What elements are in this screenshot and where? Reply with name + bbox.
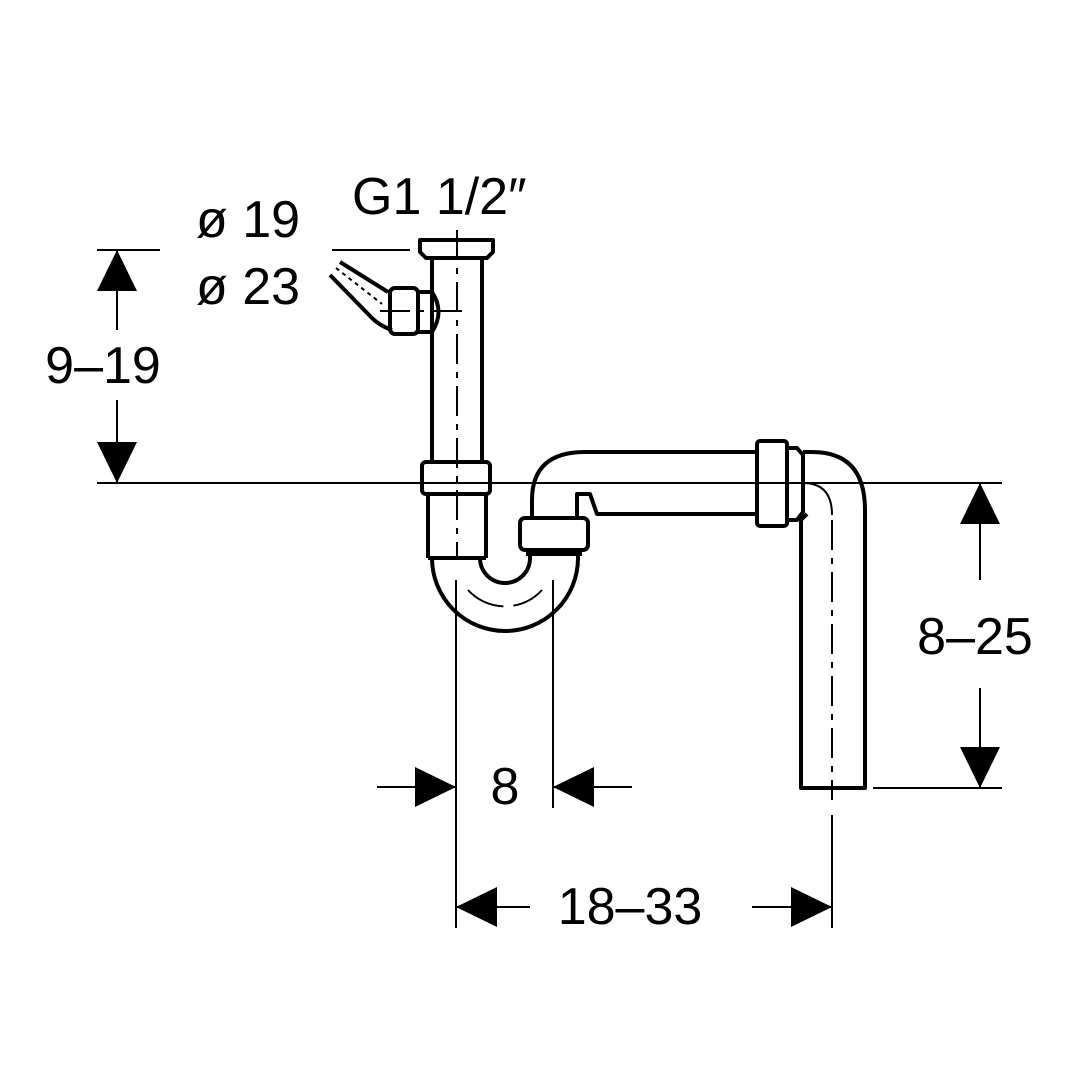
outlet-height-label: 8–25 [917,608,1033,666]
inlet-diameter-small-label: ø 19 [196,191,300,249]
trap-width-label: 8 [491,758,520,816]
dimension-outlet-height [873,483,1002,789]
outlet-elbow [540,450,867,800]
inlet-pipe [418,230,495,560]
inlet-height-label: 9–19 [45,337,161,395]
side-inlet-hose [328,260,468,336]
inlet-diameter-large-label: ø 23 [196,258,300,316]
outlet-distance-label: 18–33 [558,878,703,936]
dimension-trap-width [377,580,632,928]
dimension-outlet-distance [456,815,833,928]
thread-label: G1 1/2″ [352,168,527,226]
dimension-inlet-height [97,249,410,483]
u-trap [430,516,590,633]
